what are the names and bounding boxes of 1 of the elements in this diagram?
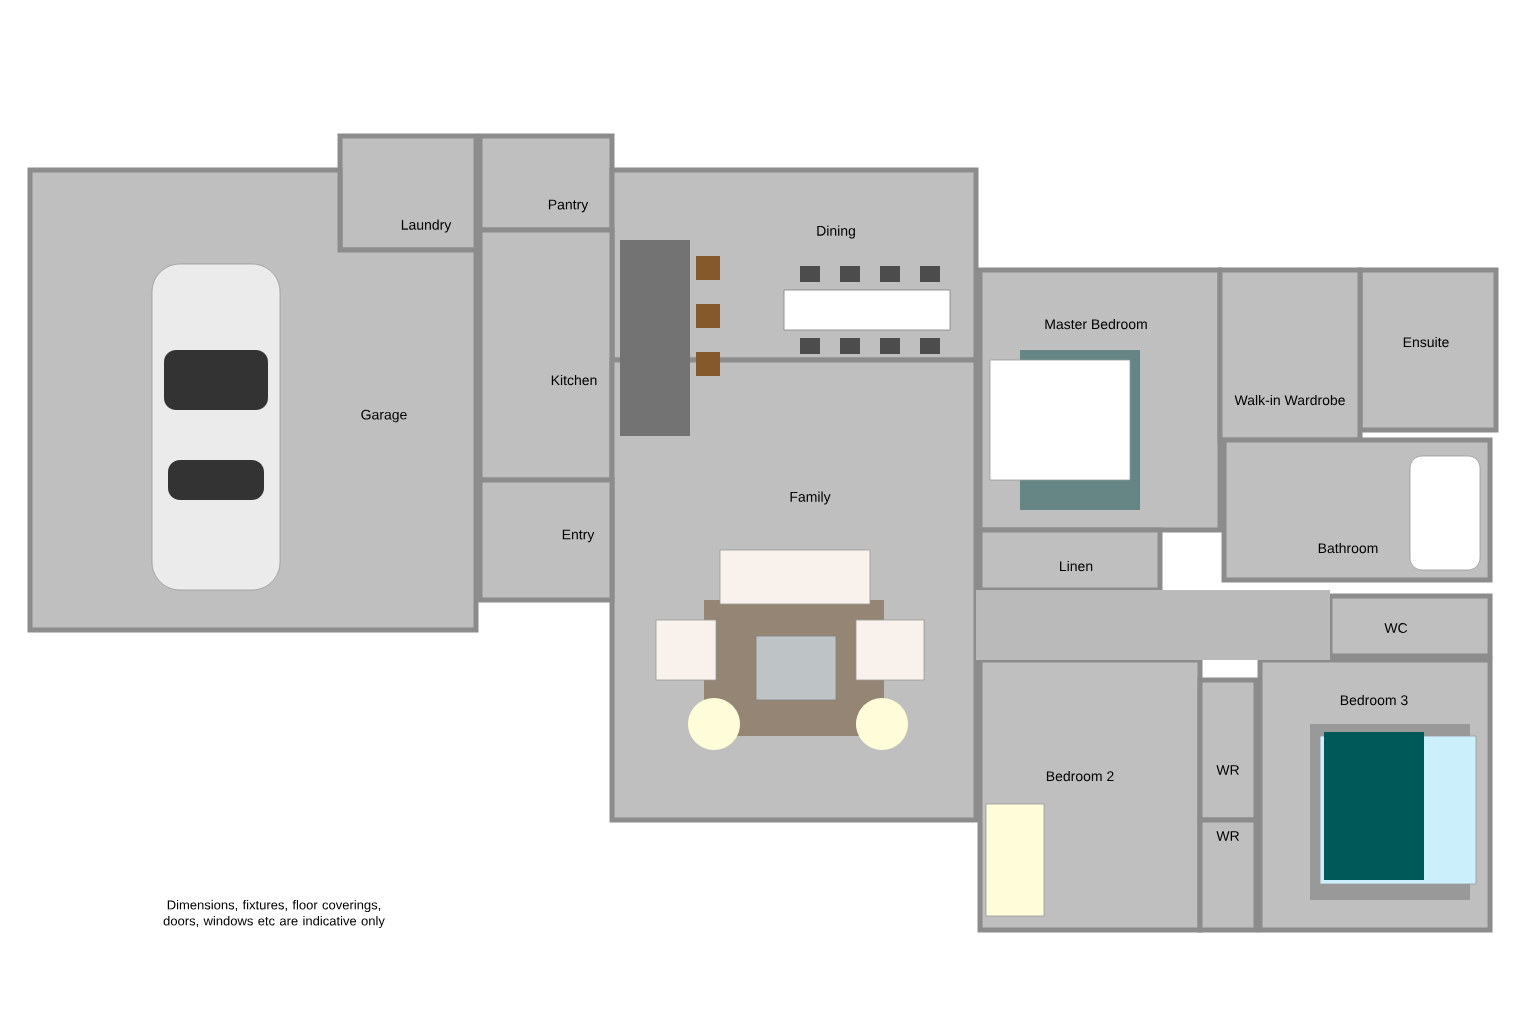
hallway-floor [976, 590, 1330, 660]
